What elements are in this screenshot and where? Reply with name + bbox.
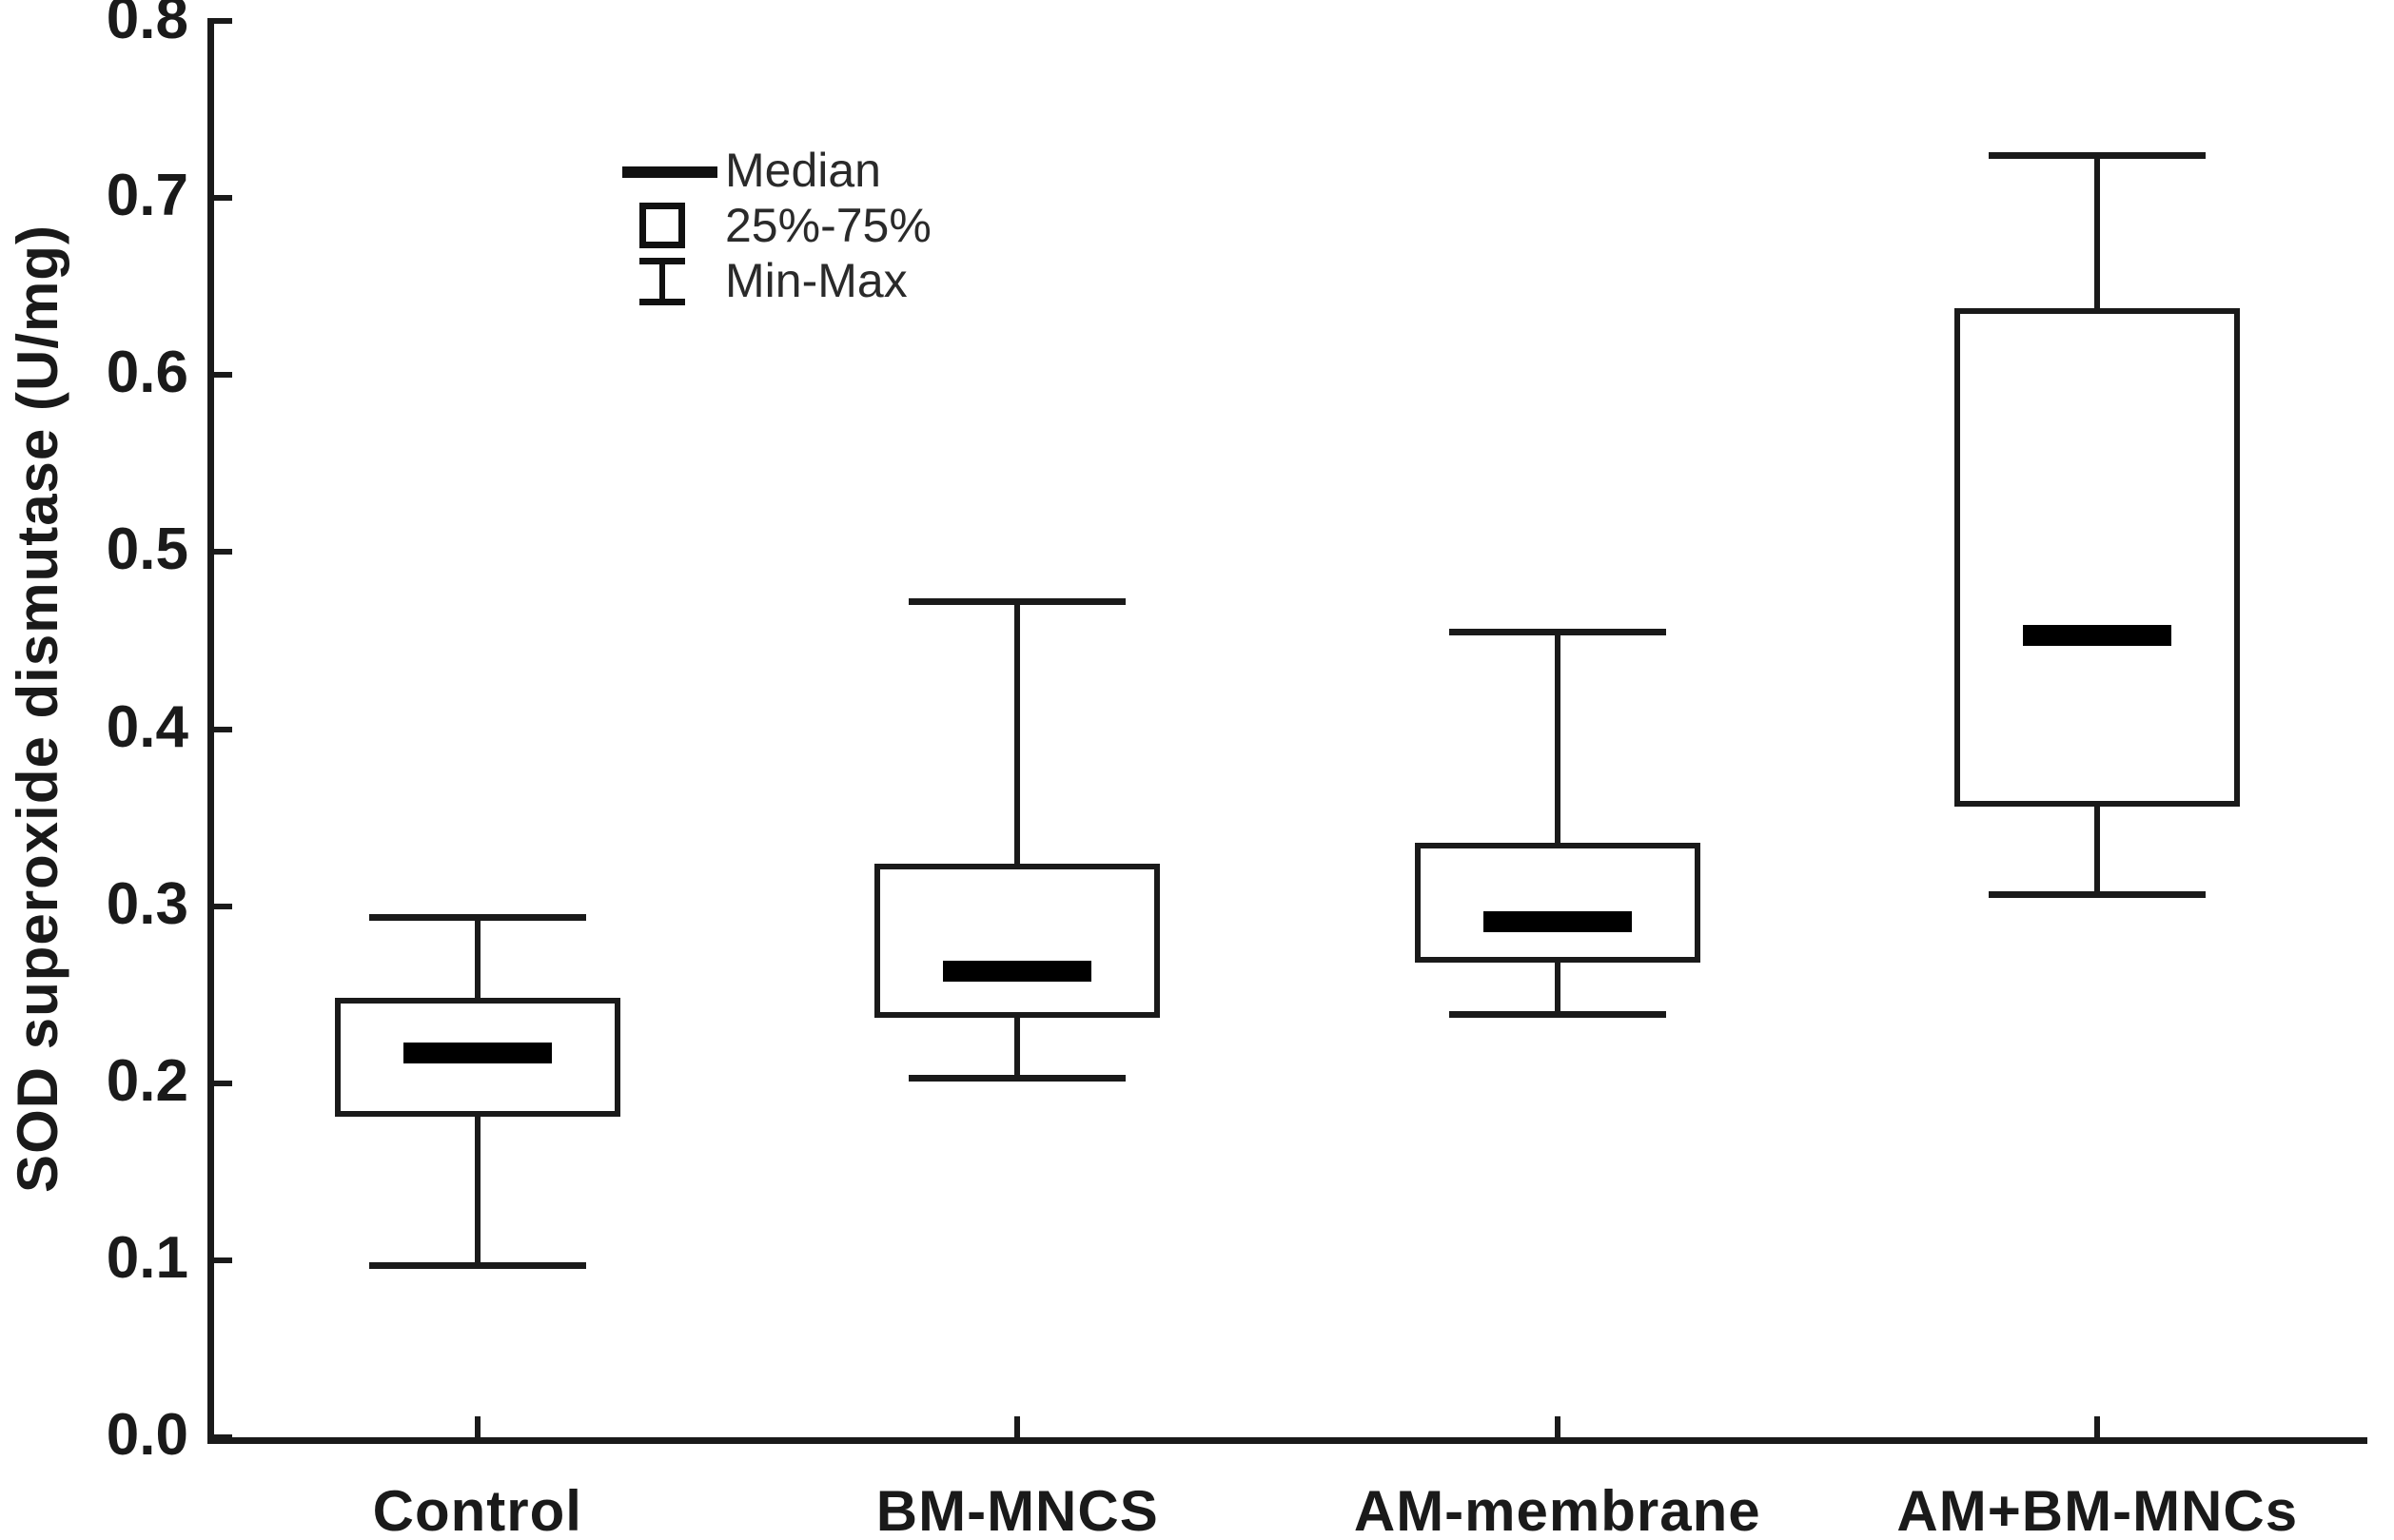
iqr-box	[874, 863, 1161, 1018]
y-axis-tick	[207, 549, 232, 556]
y-axis-tick-label: 0.0	[106, 1402, 188, 1468]
y-axis-tick	[207, 195, 232, 202]
legend-item: Median	[618, 143, 881, 198]
y-axis-tick	[207, 18, 232, 24]
x-axis-category-label: AM+BM-MNCs	[1896, 1479, 2299, 1540]
y-axis-tick-labels: 0.8 0.7 0.6 0.5 0.4 0.3 0.2 0.1 0.0	[21, 0, 188, 1465]
box-plot-group	[207, 21, 2367, 1444]
legend-key-median-line	[618, 144, 725, 197]
legend-whisker-top-icon	[639, 258, 685, 264]
plot-area: 0.8 0.7 0.6 0.5 0.4 0.3 0.2 0.1 0.0 Control BM-MN…	[107, 0, 2367, 1540]
lower-whisker-line	[474, 1117, 481, 1266]
upper-whisker-line	[1014, 601, 1021, 864]
x-axis-category-label: AM-membrane	[1353, 1479, 1761, 1540]
y-axis-tick-label: 0.6	[106, 340, 188, 406]
box-plot-group	[207, 21, 2367, 1444]
y-axis-tick-label: 0.1	[106, 1224, 188, 1291]
legend-median-line-icon	[622, 166, 717, 178]
y-axis-tick-label: 0.5	[106, 517, 188, 583]
legend-box-icon	[639, 203, 685, 248]
lower-whisker-line	[1014, 1017, 1021, 1079]
x-axis-tick-marks	[207, 1416, 2367, 1438]
max-whisker-cap	[1989, 152, 2207, 160]
legend-item: Min-Max	[618, 253, 908, 308]
upper-whisker-line	[474, 916, 481, 999]
median-marker	[402, 1043, 552, 1064]
x-axis-tick	[1014, 1416, 1021, 1437]
x-axis-tick	[1554, 1416, 1560, 1437]
min-whisker-cap	[1448, 1011, 1666, 1019]
y-axis-tick	[207, 1257, 232, 1263]
y-axis-tick-label: 0.7	[106, 163, 188, 229]
x-axis-line	[207, 1437, 2367, 1444]
legend-label: Median	[725, 144, 881, 197]
y-axis-tick	[207, 1434, 232, 1440]
x-axis-tick	[2094, 1416, 2101, 1437]
max-whisker-cap	[909, 598, 1127, 606]
iqr-box	[1954, 307, 2241, 808]
x-axis-category-label: Control	[372, 1479, 582, 1540]
legend-whisker-bottom-icon	[639, 299, 685, 305]
upper-whisker-line	[2094, 155, 2101, 308]
median-marker	[943, 961, 1092, 983]
box-plot-group	[207, 21, 2367, 1444]
median-marker	[1482, 911, 1632, 933]
lower-whisker-line	[2094, 807, 2101, 894]
y-axis-tick-label: 0.2	[106, 1047, 188, 1114]
box-plot-group	[207, 21, 2367, 1444]
y-axis-tick-label: 0.3	[106, 870, 188, 937]
legend-item: 25%-75%	[618, 198, 932, 253]
y-axis-tick	[207, 726, 232, 732]
min-whisker-cap	[368, 1262, 586, 1270]
max-whisker-cap	[368, 913, 586, 921]
min-whisker-cap	[1989, 890, 2207, 898]
legend-label: Min-Max	[725, 254, 908, 307]
legend-key-minmax-whisker	[618, 254, 725, 307]
legend-whisker-stem-icon	[659, 260, 665, 303]
iqr-box	[1414, 842, 1700, 964]
x-axis-tick	[474, 1416, 481, 1437]
y-axis-tick	[207, 372, 232, 379]
y-axis-line	[207, 21, 214, 1444]
legend-key-box-range	[618, 199, 725, 252]
max-whisker-cap	[1448, 629, 1666, 636]
median-marker	[2023, 624, 2172, 646]
y-axis-tick-label: 0.8	[106, 0, 188, 51]
upper-whisker-line	[1554, 632, 1560, 843]
y-axis-tick	[207, 903, 232, 909]
y-axis-tick-label: 0.4	[106, 693, 188, 760]
legend-label: 25%-75%	[725, 199, 932, 252]
min-whisker-cap	[909, 1075, 1127, 1082]
y-axis-tick	[207, 1080, 232, 1086]
lower-whisker-line	[1554, 963, 1560, 1015]
x-axis-category-label: BM-MNCS	[875, 1479, 1159, 1540]
